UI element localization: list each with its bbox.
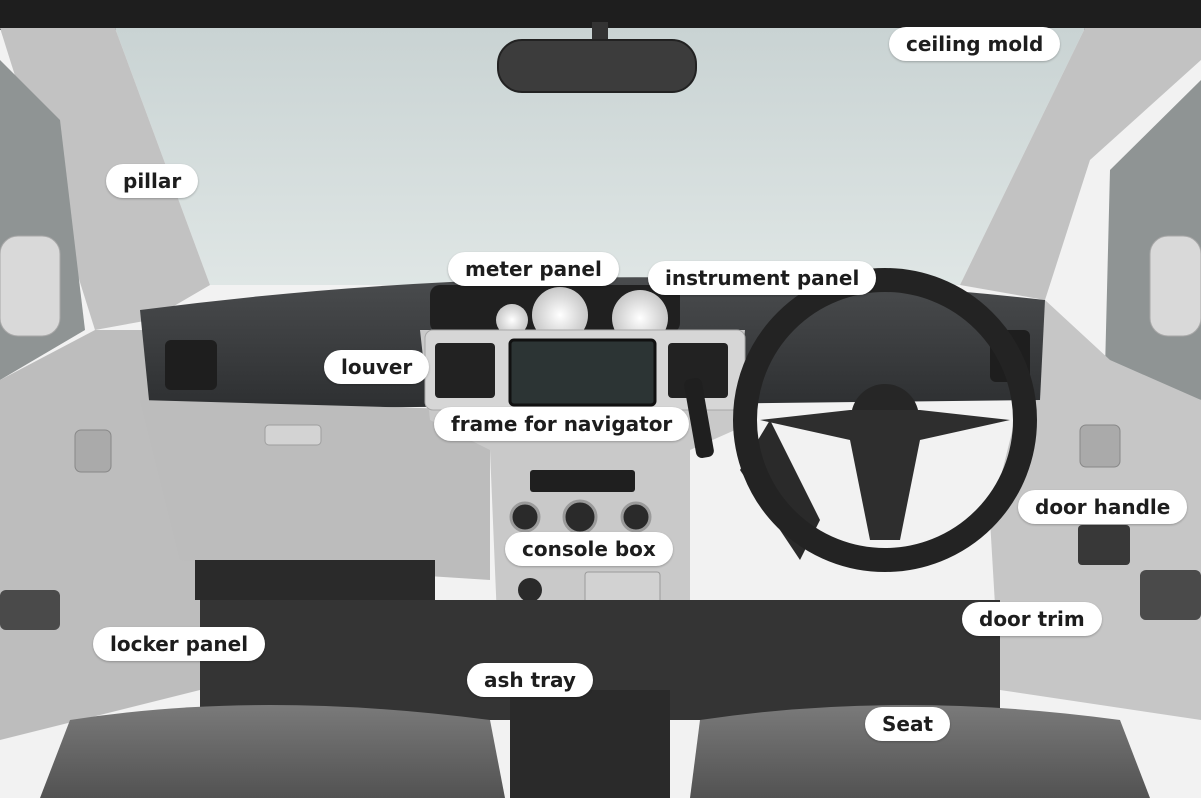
label-ash-tray: ash tray xyxy=(467,663,593,697)
climate-knob-left xyxy=(509,501,541,533)
climate-display xyxy=(530,470,635,492)
label-console-box: console box xyxy=(505,532,673,566)
label-locker-panel: locker panel xyxy=(93,627,266,661)
rearview-mirror xyxy=(497,39,697,93)
label-door-trim: door trim xyxy=(962,602,1102,636)
rearview-mirror-mount xyxy=(592,22,608,44)
right-window-switches xyxy=(1078,525,1130,565)
gauge-center xyxy=(532,287,588,343)
left-seat xyxy=(40,705,505,798)
lower-dashboard xyxy=(140,400,490,580)
label-instrument-panel: instrument panel xyxy=(648,261,877,295)
ignition-socket xyxy=(518,578,542,602)
label-frame-for-navigator: frame for navigator xyxy=(434,407,690,441)
glove-box-handle xyxy=(264,424,322,446)
left-side-mirror xyxy=(0,235,61,337)
left-door-handle xyxy=(74,429,112,473)
right-door-handle xyxy=(1079,424,1121,468)
left-louver xyxy=(165,340,217,390)
shift-lever xyxy=(684,377,714,459)
windshield xyxy=(115,28,1085,285)
navigator-screen xyxy=(508,338,657,407)
climate-knob-center xyxy=(562,499,598,535)
label-louver: louver xyxy=(324,350,430,384)
label-pillar: pillar xyxy=(106,164,199,198)
gauge-left xyxy=(496,304,528,336)
climate-knob-right xyxy=(620,501,652,533)
console-floor xyxy=(510,690,670,798)
under-dash-dark xyxy=(195,560,435,600)
right-door-pocket xyxy=(1140,570,1201,620)
steering-wheel-rim xyxy=(733,268,1037,572)
steering-wheel-spokes xyxy=(760,410,1010,540)
right-side-mirror xyxy=(1149,235,1201,337)
label-door-handle: door handle xyxy=(1018,490,1188,524)
left-door-pocket xyxy=(0,590,60,630)
right-a-pillar xyxy=(960,28,1201,300)
center-louver-right xyxy=(668,343,728,398)
center-louver-left xyxy=(435,343,495,398)
label-ceiling-mold: ceiling mold xyxy=(889,27,1061,61)
left-a-pillar xyxy=(0,28,210,330)
label-meter-panel: meter panel xyxy=(448,252,619,286)
label-seat: Seat xyxy=(865,707,951,741)
right-seat xyxy=(690,705,1150,798)
